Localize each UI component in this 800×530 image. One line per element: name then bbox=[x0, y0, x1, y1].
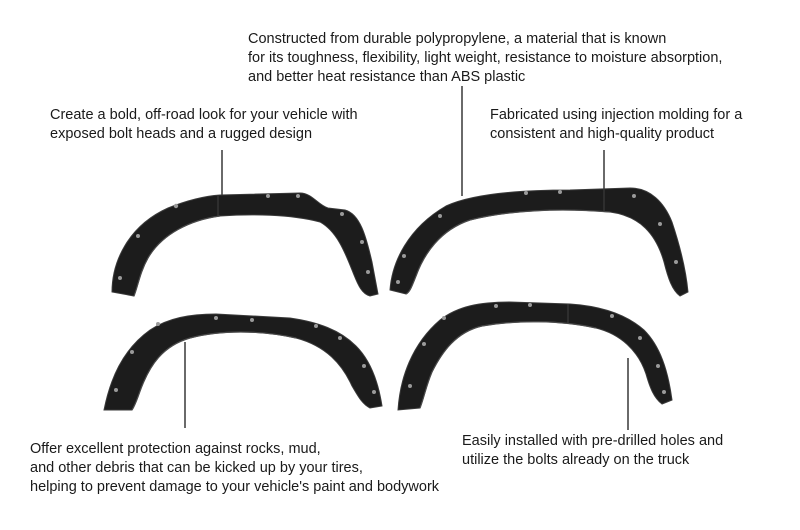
caption-protection-line-3: helping to prevent damage to your vehicl… bbox=[30, 479, 440, 495]
caption-look-line-2: exposed bolt heads and a rugged design bbox=[50, 126, 313, 142]
caption-install-line-2: utilize the bolts already on the truck bbox=[462, 452, 690, 468]
caption-look: Create a bold, off-road look for your ve… bbox=[50, 106, 358, 144]
caption-look-line-1: Create a bold, off-road look for your ve… bbox=[50, 107, 358, 123]
caption-protection-line-1: Offer excellent protection against rocks… bbox=[30, 441, 321, 457]
caption-material: Constructed from durable polypropylene, … bbox=[248, 30, 722, 87]
caption-molding: Fabricated using injection molding for a… bbox=[490, 106, 742, 144]
caption-install: Easily installed with pre-drilled holes … bbox=[462, 432, 723, 470]
caption-material-line-1: Constructed from durable polypropylene, … bbox=[248, 31, 667, 47]
caption-protection-line-2: and other debris that can be kicked up b… bbox=[30, 460, 363, 476]
fender-flare-rear-left bbox=[103, 313, 383, 411]
caption-material-line-2: for its toughness, flexibility, light we… bbox=[248, 50, 723, 66]
caption-install-line-1: Easily installed with pre-drilled holes … bbox=[462, 433, 724, 449]
caption-material-line-3: and better heat resistance than ABS plas… bbox=[248, 69, 526, 85]
caption-molding-line-1: Fabricated using injection molding for a bbox=[490, 107, 743, 123]
fender-flare-rear-right bbox=[397, 301, 673, 411]
fender-flare-front-right bbox=[389, 187, 689, 297]
caption-protection: Offer excellent protection against rocks… bbox=[30, 440, 439, 497]
caption-molding-line-2: consistent and high-quality product bbox=[490, 126, 715, 142]
fender-flare-front-left bbox=[111, 192, 379, 297]
